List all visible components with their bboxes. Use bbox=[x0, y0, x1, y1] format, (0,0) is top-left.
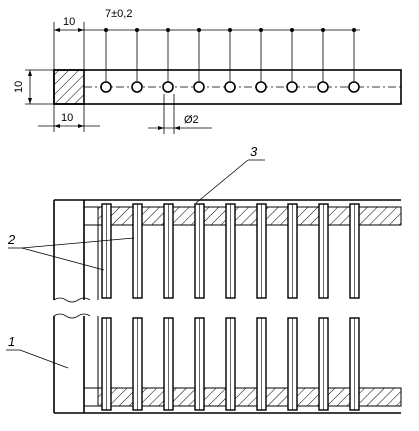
hole bbox=[131, 81, 143, 93]
pins-upper-row bbox=[101, 203, 360, 299]
strip-end-block bbox=[53, 69, 85, 105]
pitch-tick bbox=[228, 28, 232, 32]
pitch-tick bbox=[166, 28, 170, 32]
hole bbox=[224, 81, 236, 93]
pitch-tick bbox=[104, 28, 108, 32]
pitch-extension-lines bbox=[104, 28, 356, 82]
hole bbox=[255, 81, 267, 93]
hole bbox=[100, 81, 112, 93]
dim-pitch: 7±0,2 bbox=[105, 8, 132, 20]
pitch-tick bbox=[259, 28, 263, 32]
pitch-tick bbox=[290, 28, 294, 32]
hole bbox=[317, 81, 329, 93]
section-view: 3 2 1 bbox=[6, 144, 402, 414]
pins-lower-row bbox=[101, 317, 360, 411]
callout-3: 3 bbox=[250, 144, 258, 159]
dim-bottom-width: 10 bbox=[61, 112, 73, 124]
pitch-tick bbox=[197, 28, 201, 32]
hole-group bbox=[100, 81, 360, 93]
hole bbox=[348, 81, 360, 93]
dim-hole: Ø2 bbox=[184, 114, 199, 126]
callout-1: 1 bbox=[8, 334, 15, 349]
dim-height: 10 bbox=[13, 81, 25, 93]
hole bbox=[286, 81, 298, 93]
pitch-tick bbox=[352, 28, 356, 32]
pitch-tick bbox=[321, 28, 325, 32]
hole bbox=[162, 81, 174, 93]
dim-top-width: 10 bbox=[63, 16, 75, 28]
pitch-tick bbox=[135, 28, 139, 32]
top-view: 10 7±0,2 10 10 Ø2 bbox=[13, 8, 402, 134]
hole bbox=[193, 81, 205, 93]
callout-2: 2 bbox=[7, 232, 16, 247]
